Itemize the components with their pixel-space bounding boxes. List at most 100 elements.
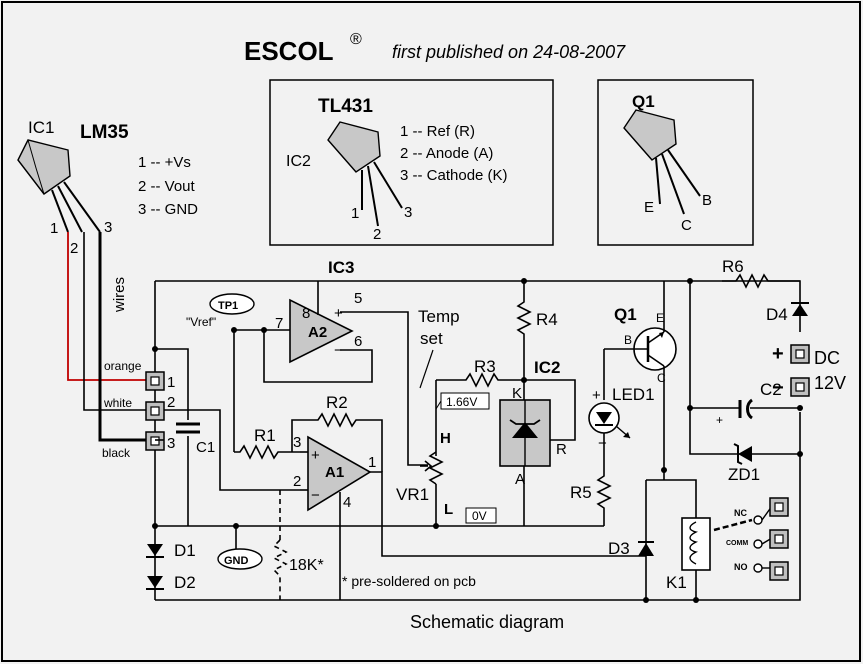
schematic-caption: Schematic diagram [410,612,564,632]
tl431-package-icon [327,121,403,227]
ic1-pinout-1: 1 -- +Vs [138,154,191,171]
d1-label: D1 [174,541,196,560]
q1-pin-c: C [657,371,666,385]
relay-nc-terminal [769,497,789,517]
pre-soldered-note: * pre-soldered on pcb [342,573,476,589]
a2-input-wire [340,311,428,466]
a2-pin-6: 6 [354,333,362,350]
r3-label: R3 [474,357,496,376]
terminal-num-2: 2 [167,394,175,411]
q1-box-pin-e: E [644,199,654,216]
wire-color-black: black [102,446,131,460]
ic2-pin-k: K [512,385,522,402]
gnd-label: GND [224,555,249,567]
led1-minus: − [598,435,607,452]
v12-label: 12V [814,373,846,393]
ic2-pin-a: A [515,471,525,488]
dc-label: DC [814,348,840,368]
gnd-testpoint [217,548,263,570]
led1-indicator [588,402,631,439]
a1-pin-2: 2 [293,473,301,490]
c2-label: C2 [760,380,782,399]
a1-minus: − [311,487,320,504]
vr1-l: L [444,501,453,518]
ic1-pin-2: 2 [70,240,78,257]
zd1-label: ZD1 [728,465,760,484]
dc-minus-sign: − [772,377,784,399]
tl431-pin-2: 2 [373,226,381,243]
ic2-shunt-regulator [499,399,551,467]
d3-label: D3 [608,539,630,558]
q1-label: Q1 [614,305,637,324]
relay-nc-label: NC [734,508,747,518]
tl431-pinout-3: 3 -- Cathode (K) [400,167,508,184]
ic3-label: IC3 [328,258,354,277]
relay-contacts [713,505,773,573]
terminal-block-1 [145,371,165,391]
vr1-h: H [440,430,451,447]
r5-label: R5 [570,483,592,502]
d4-diode [791,302,809,316]
terminal-num-3: 3 [167,435,175,452]
dc-plus-sign: + [772,343,784,365]
ic2-pin-r: R [556,441,567,458]
ic1-pin-1: 1 [50,220,58,237]
a1-pin-1: 1 [368,454,376,471]
c1-label: C1 [196,439,215,456]
a2-feedback-wire [263,330,373,383]
v0-tag [465,507,497,524]
wire-color-orange: orange [104,359,142,373]
d2-label: D2 [174,573,196,592]
ground-rail [155,412,801,601]
transistor-package-icon [623,109,701,215]
white-wire [83,232,148,411]
terminal-block-3 [145,431,165,451]
r6-label: R6 [722,257,744,276]
c2-capacitor [738,398,753,420]
a1-pin-4: 4 [343,494,351,511]
tl431-pin-1: 1 [351,205,359,222]
a1-output-wire [370,471,646,557]
ic1-pinout-3: 3 -- GND [138,201,198,218]
q1-box-pin-c: C [681,217,692,234]
dc-plus-terminal [790,344,810,364]
relay-comm-terminal [769,529,789,549]
brand-title: ESCOL [244,36,334,66]
terminal-block-2 [145,401,165,421]
a2-minus: − [334,342,343,359]
v0-label: 0V [472,509,487,523]
ic1-pin-3: 3 [104,219,112,236]
r2-label: R2 [326,393,348,412]
ic1-part: LM35 [80,122,129,143]
r4-resistor [516,281,532,400]
registered-mark: ® [350,31,362,48]
a2-label: A2 [308,324,327,341]
tl431-pinout-1: 1 -- Ref (R) [400,123,475,140]
q1-pin-b: B [624,333,632,347]
relay-no-terminal [769,561,789,581]
r1-resistor [234,444,300,460]
tl431-pinout-2: 2 -- Anode (A) [400,145,493,162]
k1-label: K1 [666,573,687,592]
d4-label: D4 [766,305,788,324]
ic1-ref: IC1 [28,118,54,137]
d3-diode [638,541,654,556]
vref-label: "Vref" [186,315,216,329]
tl431-pin-3: 3 [404,204,412,221]
tl431-box [269,79,554,246]
wire-color-white: white [103,396,132,410]
c1-capacitor [176,422,200,434]
zd1-zener-diode [733,443,752,465]
wires-label: wires [111,277,128,313]
vr1-label: VR1 [396,485,429,504]
orange-wire [67,232,148,381]
vr1-potentiometer [420,451,444,485]
lm35-package-icon [17,139,101,233]
r18k-label: 18K* [289,557,324,574]
c1-top-wire [155,348,189,420]
temp-set-label-1: Temp [418,307,460,326]
a1-label: A1 [325,464,344,481]
